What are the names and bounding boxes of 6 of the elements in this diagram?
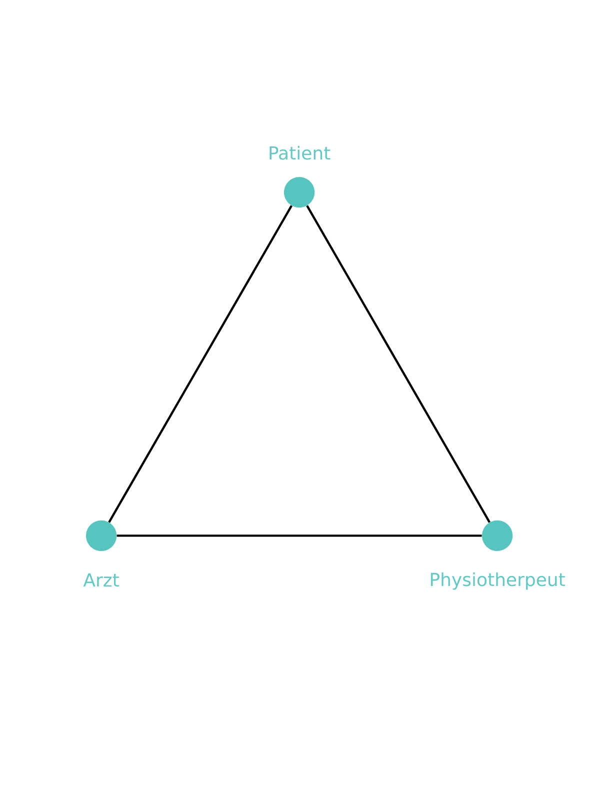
node-label: Patient	[270, 146, 330, 160]
connector-line	[116, 534, 482, 537]
connector-line	[108, 205, 292, 523]
node-label: Physiotherpeut	[430, 572, 565, 590]
node-label: Arzt	[83, 573, 119, 586]
connector-line	[306, 205, 490, 523]
